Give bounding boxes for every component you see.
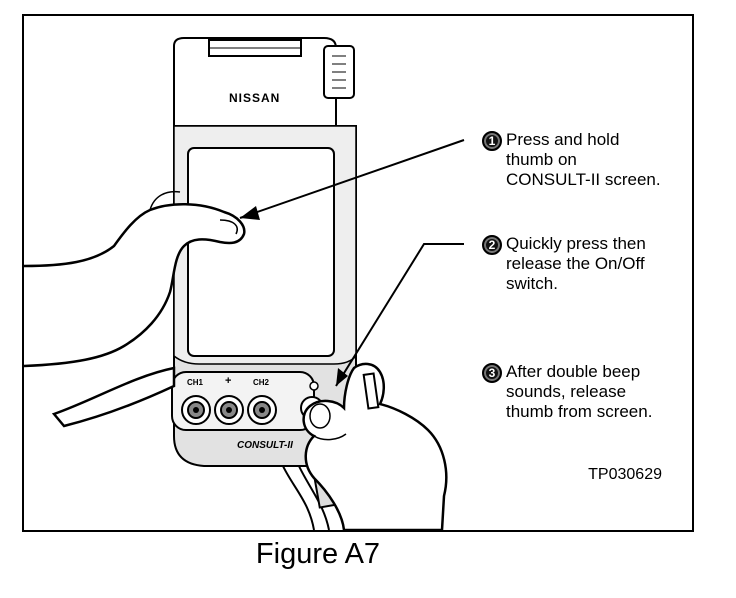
figure-frame: NISSAN CH1 + CH2 CONSULT-II 1 Press and … <box>22 14 694 532</box>
step-3-number-icon: 3 <box>482 363 502 383</box>
step-1-number-icon: 1 <box>482 131 502 151</box>
step-3: 3 After double beep sounds, release thum… <box>482 362 652 422</box>
step-2-text: Quickly press then release the On/Off sw… <box>506 234 646 293</box>
port-label-ch2: CH2 <box>253 378 270 387</box>
step-1: 1 Press and hold thumb on CONSULT-II scr… <box>482 130 661 190</box>
device-brand-label: NISSAN <box>229 91 281 105</box>
step-2-number-icon: 2 <box>482 235 502 255</box>
port-label-plus: + <box>225 375 232 387</box>
step-1-text: Press and hold thumb on CONSULT-II scree… <box>506 130 661 189</box>
figure-caption-text: Figure A7 <box>255 538 381 570</box>
reference-code: TP030629 <box>588 466 662 483</box>
device-illustration <box>24 37 465 530</box>
figure-caption: Figure A7 <box>0 538 736 571</box>
port-label-ch1: CH1 <box>187 378 204 387</box>
step-2: 2 Quickly press then release the On/Off … <box>482 234 646 294</box>
step-3-text: After double beep sounds, release thumb … <box>506 362 653 421</box>
device-model-label: CONSULT-II <box>237 440 293 451</box>
